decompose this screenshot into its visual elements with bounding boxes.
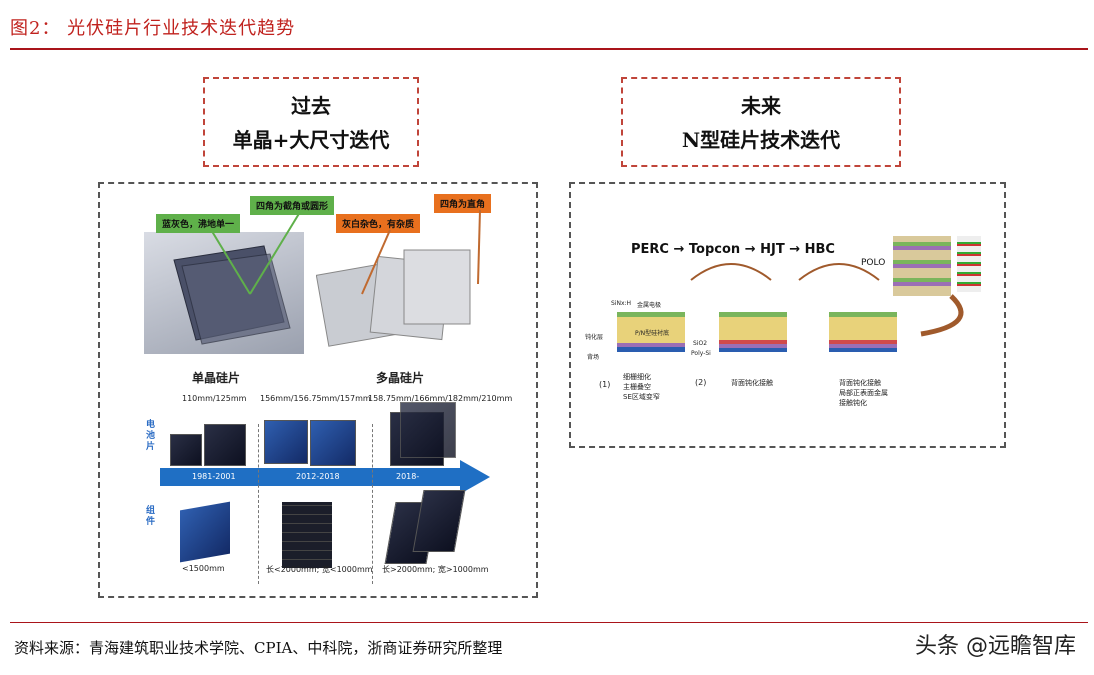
bullet-1-2: 主栅叠空 (623, 383, 651, 391)
cell-blue-2 (310, 420, 356, 466)
top-rule (10, 48, 1088, 50)
watermark: 头条 @远瞻智库 (915, 634, 1076, 659)
bullet-2-1: 背面钝化接触 (731, 379, 773, 387)
timeline-2: 2012-2018 (296, 472, 340, 481)
module-size-3: 长>2000mm; 宽>1000mm (382, 565, 489, 574)
layer-bsf-1: 背场 (587, 354, 600, 361)
past-line2: 单晶+大尺寸迭代 (232, 128, 390, 152)
divider-2 (372, 424, 373, 584)
cell-struct-3 (829, 312, 897, 352)
tag-poly-color: 灰白杂色，有杂质 (336, 214, 421, 233)
layer-sinx-1: SiNx:H (611, 300, 632, 307)
bullet-3-3: 接触钝化 (839, 399, 867, 407)
module-gen2 (282, 502, 332, 568)
timeline-1: 1981-2001 (192, 472, 236, 481)
left-panel: 蓝灰色，沸地单一 四角为截角或圆形 灰白杂色，有杂质 四角为直角 单晶硅片 多晶… (98, 182, 538, 598)
bullet-3-2: 局部正表面金属 (839, 389, 888, 397)
bullets-3: 背面钝化接触 局部正表面金属 接触钝化 (839, 378, 888, 408)
bullets-1: 细栅细化 主栅叠空 SE区域变窄 (623, 372, 660, 402)
step-2: (2) (695, 378, 707, 387)
polo-structure (893, 236, 951, 296)
bullet-1-3: SE区域变窄 (623, 393, 660, 401)
cell-small (170, 434, 202, 466)
size-gen2: 156mm/156.75mm/157mm (260, 394, 371, 403)
bullet-1-1: 细栅细化 (623, 373, 651, 381)
cell-blue-1 (264, 420, 308, 464)
mono-label: 单晶硅片 (192, 371, 241, 385)
module-gen3-b (412, 490, 466, 552)
bullet-3-1: 背面钝化接触 (839, 379, 881, 387)
module-side-label: 组件 (146, 506, 156, 527)
figure-title: 图2： 光伏硅片行业技术迭代趋势 (10, 18, 296, 39)
layer-polysi-2: Poly-Si (691, 350, 711, 357)
callout-arrows (209, 209, 481, 295)
polo-label: POLO (861, 258, 886, 268)
future-line2: N型硅片技术迭代 (681, 128, 841, 152)
past-line1: 过去 (291, 94, 331, 118)
cell-side-label: 电池片 (146, 420, 156, 452)
divider-1 (258, 424, 259, 584)
future-box: 未来 N型硅片技术迭代 (621, 77, 901, 167)
legend-swatches (957, 236, 981, 292)
module-size-2: 长<2000mm; 宽<1000mm (266, 565, 373, 574)
bottom-rule (10, 622, 1088, 623)
cell-struct-1 (617, 312, 685, 352)
tag-mono-color: 蓝灰色，沸地单一 (156, 214, 241, 233)
timeline-3: 2018- (396, 472, 420, 481)
flow-arrows (690, 263, 964, 337)
cell-large-2 (400, 402, 456, 458)
layer-substrate-1: P/N型硅衬底 (635, 330, 670, 337)
future-line1: 未来 (741, 94, 781, 118)
layer-metal-1: 金属电极 (637, 302, 662, 309)
roadmap-text: PERC → Topcon → HJT → HBC (631, 242, 835, 257)
poly-wafer-image (315, 240, 476, 348)
cell-struct-2 (719, 312, 787, 352)
right-panel: PERC → Topcon → HJT → HBC POLO SiNx:H 金属… (569, 182, 1006, 448)
tag-poly-corner: 四角为直角 (434, 194, 492, 213)
mono-wafer-icon (173, 245, 291, 345)
size-gen1: 110mm/125mm (182, 394, 247, 403)
layer-sio2-2: SiO2 (693, 340, 708, 347)
tag-mono-corner: 四角为截角或圆形 (250, 196, 335, 215)
cell-mono-1 (204, 424, 246, 466)
step-1: (1) (599, 380, 611, 389)
poly-label: 多晶硅片 (376, 371, 425, 385)
size-gen3: 158.75mm/166mm/182mm/210mm (368, 394, 513, 403)
past-box: 过去 单晶+大尺寸迭代 (203, 77, 419, 167)
timeline-arrow (160, 460, 490, 494)
source-note: 资料来源：青海建筑职业技术学院、CPIA、中科院，浙商证券研究所整理 (14, 639, 503, 657)
layer-passivation-1: 钝化层 (585, 334, 604, 341)
module-size-1: <1500mm (182, 564, 225, 573)
module-gen1 (180, 501, 230, 563)
poly-wafer-icon (315, 249, 471, 347)
